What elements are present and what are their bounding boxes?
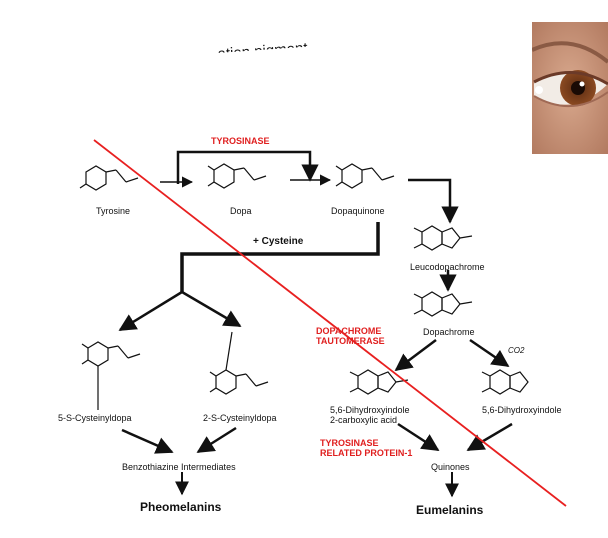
tyrosine-structure bbox=[79, 165, 139, 191]
label-leucodopachrome: Leucodopachrome bbox=[410, 262, 485, 272]
dhi-structure bbox=[481, 369, 529, 395]
dopachrome-structure bbox=[413, 291, 473, 317]
arrow-to-cysteinyldopa5 bbox=[118, 290, 183, 332]
label-tyrosine: Tyrosine bbox=[96, 206, 131, 216]
enzyme-dopachrome-tautomerase: DOPACHROME TAUTOMERASE bbox=[316, 326, 385, 346]
leucodopachrome-structure bbox=[413, 225, 473, 251]
label-dopa: Dopa bbox=[230, 206, 252, 216]
label-quinones: Quinones bbox=[431, 462, 470, 472]
arrow-dopachrome-to-dhi bbox=[469, 338, 510, 368]
cysteine-path bbox=[180, 222, 380, 292]
cysteinyldopa2-structure bbox=[209, 331, 269, 395]
arrow-dopaquinone-to-leucodopachrome bbox=[408, 178, 459, 224]
red-strike-line bbox=[93, 139, 567, 507]
label-benzothiazine: Benzothiazine Intermediates bbox=[122, 462, 236, 472]
arrow-cys2-to-benzothiazine bbox=[196, 426, 237, 454]
label-dhica: 5,6-Dihydroxyindole 2-carboxylic acid bbox=[330, 405, 410, 425]
enzyme-tyrosinase: TYROSINASE bbox=[211, 136, 270, 146]
arrow-cys5-to-benzothiazine bbox=[121, 428, 174, 454]
label-cysteinyldopa2: 2-S-Cysteinyldopa bbox=[203, 413, 277, 423]
arrow-dhica-to-quinones bbox=[397, 422, 440, 452]
tyrosinase-bracket bbox=[176, 150, 319, 184]
dopaquinone-structure bbox=[335, 163, 395, 189]
product-eumelanins: Eumelanins bbox=[416, 503, 484, 517]
cysteinyldopa5-structure bbox=[81, 341, 141, 410]
arrow-to-cysteinyldopa2 bbox=[181, 290, 242, 328]
label-cysteinyldopa5: 5-S-Cysteinyldopa bbox=[58, 413, 132, 423]
arrow-dopachrome-to-dhica bbox=[394, 339, 437, 372]
dhica-structure bbox=[349, 369, 409, 395]
dopa-structure bbox=[207, 163, 267, 189]
label-dopaquinone: Dopaquinone bbox=[331, 206, 385, 216]
enzyme-trp1: TYROSINASE RELATED PROTEIN-1 bbox=[320, 438, 413, 458]
label-dopachrome: Dopachrome bbox=[423, 327, 475, 337]
product-pheomelanins: Pheomelanins bbox=[140, 500, 222, 514]
eye-photo bbox=[532, 22, 608, 154]
reagent-cysteine: + Cysteine bbox=[253, 236, 304, 247]
reagent-co2: CO2 bbox=[508, 346, 525, 355]
arrow-dhi-to-quinones bbox=[466, 422, 513, 452]
label-dhi: 5,6-Dihydroxyindole bbox=[482, 405, 562, 415]
